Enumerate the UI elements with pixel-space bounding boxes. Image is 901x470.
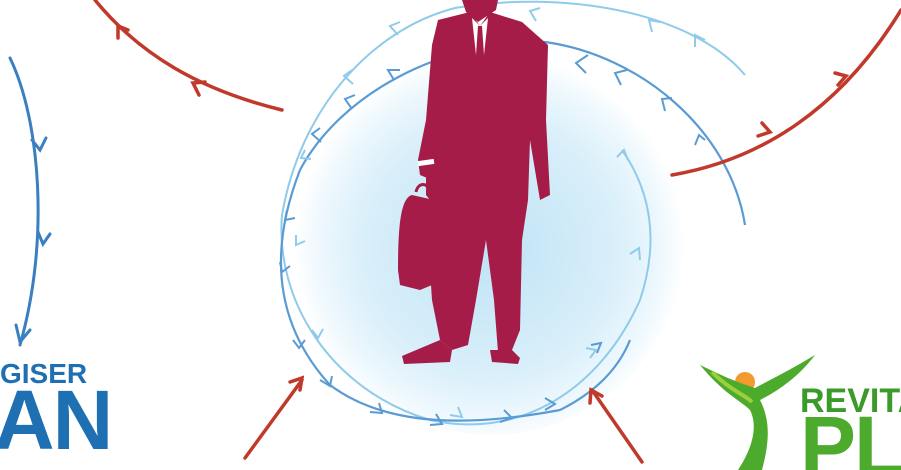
briefcase	[398, 195, 436, 290]
red-arrow-bottom-right	[592, 390, 642, 462]
red-arrow-right	[672, 10, 901, 175]
red-arrow-top-left	[95, 0, 282, 110]
logo-right-bottom-text: PLA	[800, 404, 901, 470]
revitalize-logo-graphic	[700, 355, 815, 470]
blue-arrow-left	[10, 58, 50, 345]
red-arrow-bottom-left	[245, 380, 302, 458]
logo-left-bottom-text: AN	[0, 378, 111, 462]
